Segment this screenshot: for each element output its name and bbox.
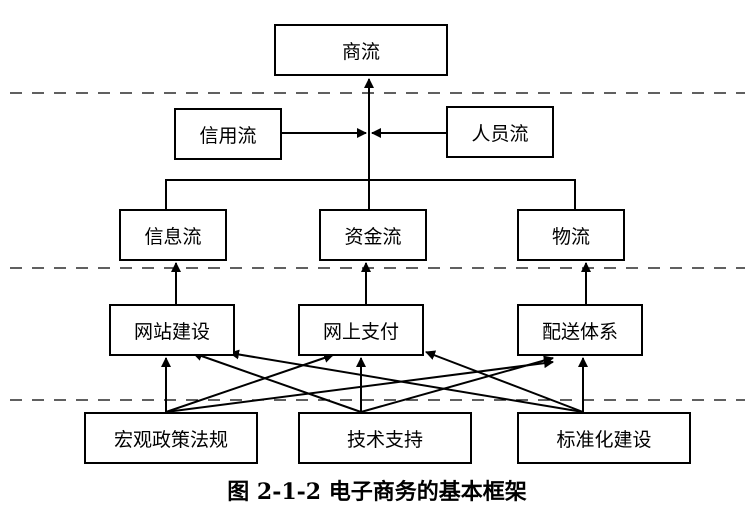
node-information-flow: 信息流 xyxy=(119,209,227,261)
node-capital-flow: 资金流 xyxy=(319,209,427,261)
node-macro-policy: 宏观政策法规 xyxy=(84,412,258,464)
figure-caption: 图 2-1-2 电子商务的基本框架 xyxy=(227,479,527,505)
connector-standard-to-website xyxy=(229,349,584,413)
node-label: 人员流 xyxy=(471,122,529,145)
node-label: 网站建设 xyxy=(133,320,210,343)
connector-macro-to-payment xyxy=(165,353,334,413)
node-standardization: 标准化建设 xyxy=(517,412,691,464)
node-label: 配送体系 xyxy=(541,320,618,343)
node-commerce-flow: 商流 xyxy=(274,24,448,76)
connector-macro-to-delivery xyxy=(165,358,554,413)
connector-standard-to-payment xyxy=(425,350,584,413)
node-technical-support: 技术支持 xyxy=(298,412,472,464)
node-label: 资金流 xyxy=(344,225,402,248)
node-personnel-flow: 人员流 xyxy=(446,106,554,158)
node-label: 网上支付 xyxy=(322,320,399,343)
connector-flows-bracket xyxy=(165,179,576,209)
node-logistics-flow: 物流 xyxy=(517,209,625,261)
node-online-payment: 网上支付 xyxy=(298,304,424,356)
node-delivery-system: 配送体系 xyxy=(517,304,643,356)
node-label: 物流 xyxy=(551,225,590,248)
connector-tech-to-website xyxy=(192,351,362,413)
node-label: 宏观政策法规 xyxy=(113,428,228,451)
node-label: 信息流 xyxy=(144,225,202,248)
node-label: 商流 xyxy=(341,40,380,63)
node-label: 信用流 xyxy=(199,124,257,147)
node-label: 标准化建设 xyxy=(556,428,652,451)
node-website-construction: 网站建设 xyxy=(109,304,235,356)
connector-tech-to-delivery xyxy=(360,355,554,413)
node-label: 技术支持 xyxy=(346,428,423,451)
node-credit-flow: 信用流 xyxy=(174,108,282,160)
